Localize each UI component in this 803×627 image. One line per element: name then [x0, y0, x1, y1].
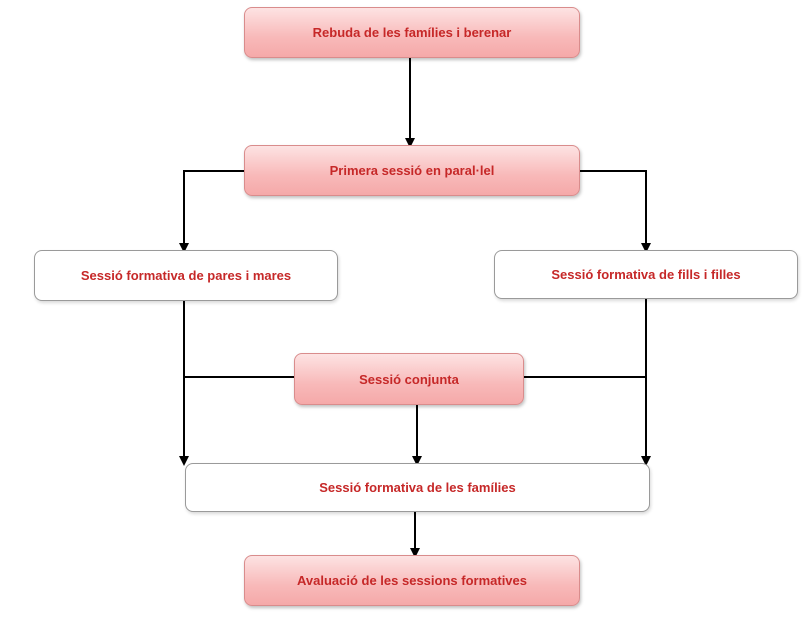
arrow-first-session-to-children	[580, 170, 651, 253]
node-joint-session-label: Sessió conjunta	[359, 371, 459, 387]
node-parents-session-label: Sessió formativa de pares i mares	[80, 268, 292, 283]
node-evaluation-label: Avaluació de les sessions formatives	[296, 573, 527, 588]
arrow-first-session-to-parents	[179, 170, 244, 253]
node-evaluation: Avaluació de les sessions formatives	[244, 555, 580, 606]
node-families-session-label: Sessió formativa de les famílies	[319, 480, 516, 495]
node-first-session-label: Primera sessió en paral·lel	[329, 163, 495, 178]
node-children-session-label: Sessió formativa de fills i filles	[551, 267, 741, 282]
node-children-session: Sessió formativa de fills i filles	[494, 250, 798, 299]
node-reception: Rebuda de les famílies i berenar	[244, 7, 580, 58]
node-families-session: Sessió formativa de les famílies	[185, 463, 650, 512]
node-reception-label: Rebuda de les famílies i berenar	[312, 25, 512, 40]
node-first-session: Primera sessió en paral·lel	[244, 145, 580, 196]
node-joint-session: Sessió conjunta	[294, 353, 524, 405]
node-parents-session: Sessió formativa de pares i mares	[34, 250, 338, 301]
